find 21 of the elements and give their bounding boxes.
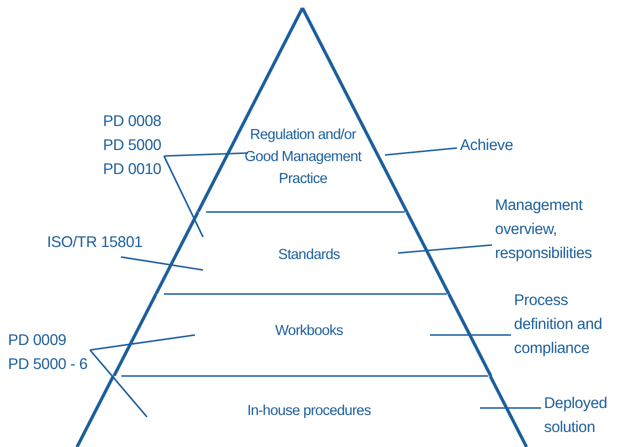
tier-label: Standards [277,246,341,265]
leader-line [398,244,492,254]
annotation-text: PD 0008 PD 5000 PD 0010 [103,112,162,180]
leader-line [164,152,248,157]
leader-line [163,156,204,238]
leader-line [480,407,541,409]
annotation-text: Process definition and compliance [514,291,604,359]
tier-label: Workbooks [274,322,344,341]
leader-line [90,334,196,351]
leader-line [89,349,148,418]
leader-line [120,256,204,271]
annotation-text: Deployed solution [544,394,608,438]
tier-label: Regulation and/or Good Management Practice [244,126,363,189]
annotation-text: Management overview, responsibilities [495,196,593,264]
annotation-text: Achieve [460,136,514,156]
tier-label: In-house procedures [246,402,372,421]
annotation-text: ISO/TR 15801 [47,233,144,253]
annotation-text: PD 0009 [8,331,68,351]
leader-line [384,147,458,156]
leader-line [430,334,511,336]
annotation-text: PD 5000 - 6 [8,355,88,375]
